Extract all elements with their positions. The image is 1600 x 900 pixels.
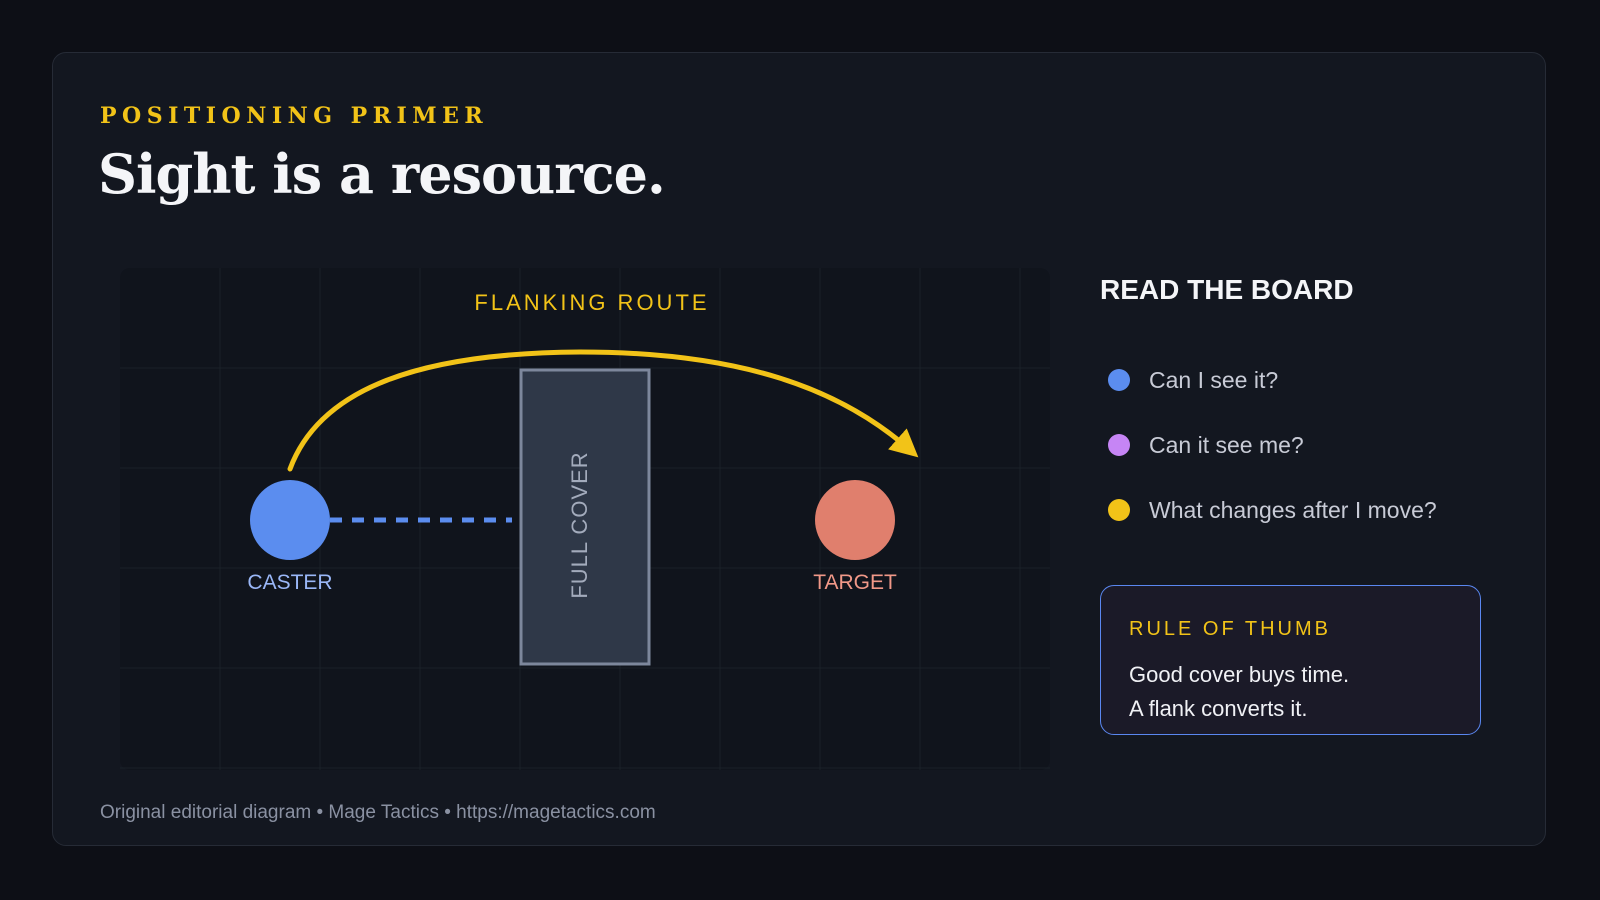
rule-of-thumb-title: RULE OF THUMB — [1129, 618, 1331, 640]
target-label: TARGET — [813, 571, 897, 594]
flanking-route-label: FLANKING ROUTE — [474, 290, 709, 315]
target-token — [815, 480, 895, 560]
flanking-route-arc — [287, 349, 919, 472]
question-text: Can I see it? — [1149, 366, 1279, 393]
rule-line-1: Good cover buys time. — [1129, 662, 1350, 687]
question-bullet-blue — [1108, 369, 1130, 391]
question-item-see-it: Can I see it? — [1108, 365, 1278, 395]
rule-of-thumb-card: RULE OF THUMB Good cover buys time. A fl… — [1100, 585, 1481, 735]
question-bullet-purple — [1108, 434, 1130, 456]
question-item-after-move: What changes after I move? — [1108, 495, 1437, 525]
read-the-board-heading: READ THE BOARD — [1100, 274, 1354, 305]
question-item-see-me: Can it see me? — [1108, 430, 1304, 460]
caster-token — [250, 480, 330, 560]
footer-credit: Original editorial diagram • Mage Tactic… — [100, 802, 656, 823]
board-diagram: FLANKING ROUTE FULL COVER CASTER TARGET — [120, 268, 1050, 770]
full-cover-label: FULL COVER — [567, 451, 592, 598]
eyebrow-label: POSITIONING PRIMER — [100, 103, 489, 129]
question-text: Can it see me? — [1149, 431, 1304, 458]
question-text: What changes after I move? — [1149, 496, 1437, 523]
rule-line-2: A flank converts it. — [1129, 696, 1308, 721]
full-cover-block — [519, 368, 651, 666]
question-bullet-yellow — [1108, 499, 1130, 521]
tactics-board: FLANKING ROUTE FULL COVER CASTER TARGET — [120, 268, 1050, 770]
caster-label: CASTER — [247, 571, 332, 594]
page-title: Sight is a resource. — [98, 142, 666, 206]
